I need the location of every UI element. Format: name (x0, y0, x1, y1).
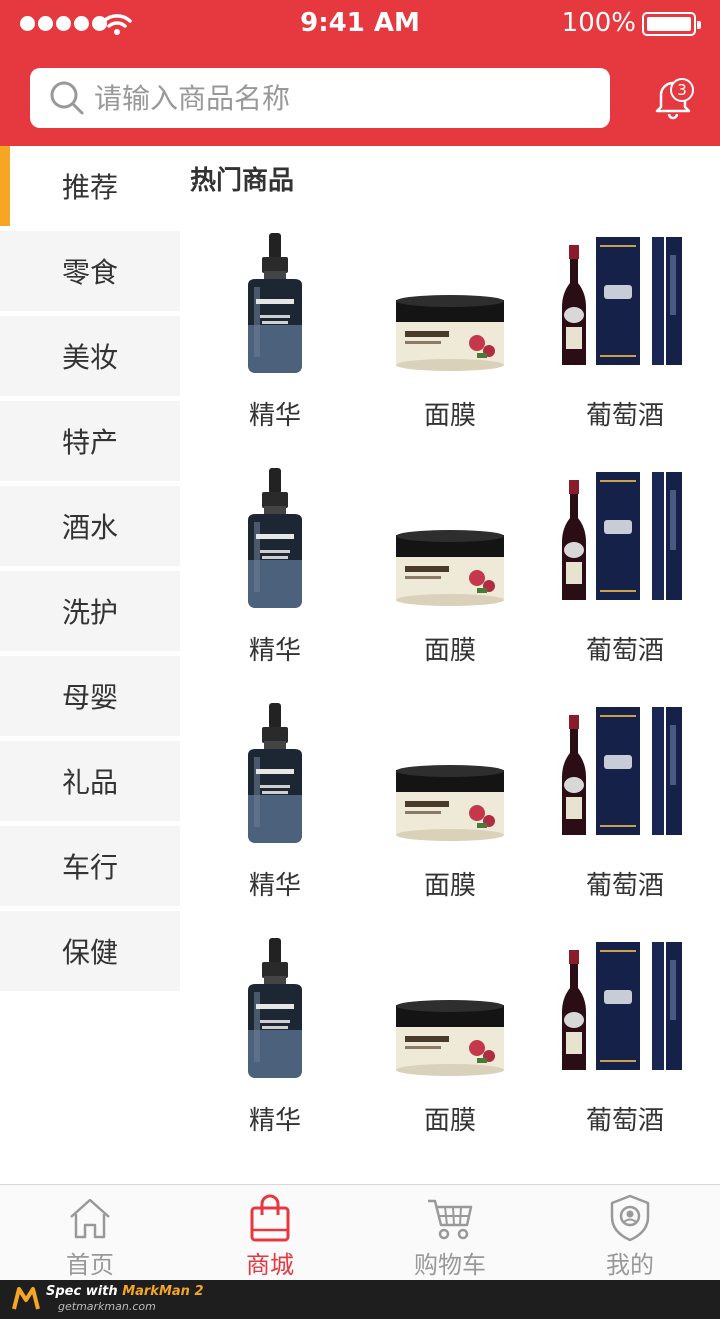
product-card[interactable]: 精华 (190, 215, 360, 432)
cart-icon (425, 1193, 475, 1243)
active-indicator (0, 146, 10, 226)
sidebar-item[interactable]: 车行 (0, 826, 180, 906)
product-card[interactable]: 精华 (190, 450, 360, 667)
product-name: 面膜 (423, 871, 476, 901)
footer-url[interactable]: getmarkman.com (58, 1300, 156, 1313)
search-box[interactable] (30, 68, 610, 128)
serum-bottle-image (190, 685, 360, 855)
product-card[interactable]: 精华 (190, 685, 360, 902)
tab-label: 我的 (606, 1251, 654, 1279)
product-card[interactable]: 葡萄酒 (540, 685, 710, 902)
status-bar: 9:41 AM 100% (0, 0, 720, 50)
product-card[interactable]: 面膜 (365, 920, 535, 1137)
tab-profile-shield[interactable]: 我的 (540, 1185, 720, 1280)
sidebar-item-label: 车行 (61, 851, 118, 884)
serum-bottle-image (190, 450, 360, 620)
battery-icon (642, 12, 701, 36)
product-name: 葡萄酒 (585, 636, 664, 666)
category-sidebar: 推荐零食美妆特产酒水洗护母婴礼品车行保健 (0, 146, 180, 996)
product-row: 精华 面膜 葡萄酒 (190, 450, 710, 685)
sidebar-item[interactable]: 洗护 (0, 571, 180, 651)
markman-logo-icon (12, 1287, 40, 1310)
tab-cart[interactable]: 购物车 (360, 1185, 540, 1280)
wine-bottle-image (540, 450, 710, 620)
product-name: 面膜 (423, 636, 476, 666)
tab-label: 购物车 (414, 1251, 486, 1279)
home-icon (65, 1193, 115, 1243)
product-name: 面膜 (423, 1106, 476, 1136)
wine-bottle-image (540, 685, 710, 855)
product-card[interactable]: 葡萄酒 (540, 920, 710, 1137)
product-row: 精华 面膜 葡萄酒 (190, 685, 710, 920)
product-grid: 精华面膜葡萄酒精华面膜葡萄酒精华面膜葡萄酒精华面膜葡萄酒 (190, 215, 710, 1155)
sidebar-item-label: 推荐 (61, 171, 118, 204)
product-card[interactable]: 面膜 (365, 685, 535, 902)
sidebar-item[interactable]: 母婴 (0, 656, 180, 736)
tab-label: 首页 (66, 1251, 114, 1279)
sidebar-item-label: 特产 (61, 426, 118, 459)
product-card[interactable]: 面膜 (365, 450, 535, 667)
serum-bottle-image (190, 920, 360, 1090)
bottom-tab-bar: 首页 商城 购物车 我的 (0, 1184, 720, 1280)
product-card[interactable]: 葡萄酒 (540, 215, 710, 432)
notification-badge: 3 (670, 78, 694, 102)
sidebar-item[interactable]: 推荐 (0, 146, 180, 226)
footer-brand: Spec with MarkMan 2 (46, 1284, 204, 1299)
sidebar-item[interactable]: 零食 (0, 231, 180, 311)
battery-percent: 100% (561, 8, 636, 38)
sidebar-item-label: 保健 (61, 936, 118, 969)
tab-shopping-bag[interactable]: 商城 (180, 1185, 360, 1280)
shopping-bag-icon (245, 1193, 295, 1243)
sidebar-item[interactable]: 美妆 (0, 316, 180, 396)
status-time: 9:41 AM (300, 8, 420, 38)
sidebar-item-label: 母婴 (61, 681, 118, 714)
cream-jar-image (365, 685, 535, 855)
cream-jar-image (365, 450, 535, 620)
header: 9:41 AM 100% 3 (0, 0, 720, 146)
wine-bottle-image (540, 215, 710, 385)
cream-jar-image (365, 920, 535, 1090)
search-icon (50, 81, 84, 115)
serum-bottle-image (190, 215, 360, 385)
product-name: 面膜 (423, 401, 476, 431)
sidebar-item[interactable]: 特产 (0, 401, 180, 481)
product-name: 精华 (248, 401, 301, 431)
signal-icon (20, 16, 107, 31)
tab-label: 商城 (246, 1251, 294, 1279)
sidebar-item[interactable]: 酒水 (0, 486, 180, 566)
product-card[interactable]: 葡萄酒 (540, 450, 710, 667)
sidebar-item-label: 酒水 (61, 511, 118, 544)
product-card[interactable]: 精华 (190, 920, 360, 1137)
section-title: 热门商品 (190, 166, 295, 196)
product-name: 精华 (248, 871, 301, 901)
cream-jar-image (365, 215, 535, 385)
sidebar-item-label: 礼品 (61, 766, 118, 799)
wine-bottle-image (540, 920, 710, 1090)
product-row: 精华 面膜 葡萄酒 (190, 920, 710, 1155)
product-name: 葡萄酒 (585, 1106, 664, 1136)
product-row: 精华 面膜 葡萄酒 (190, 215, 710, 450)
wifi-icon (102, 14, 132, 35)
tab-home[interactable]: 首页 (0, 1185, 180, 1280)
sidebar-item[interactable]: 礼品 (0, 741, 180, 821)
sidebar-item-label: 洗护 (61, 596, 118, 629)
product-name: 葡萄酒 (585, 401, 664, 431)
product-name: 葡萄酒 (585, 871, 664, 901)
sidebar-item-label: 零食 (61, 256, 118, 289)
sidebar-item[interactable]: 保健 (0, 911, 180, 991)
product-card[interactable]: 面膜 (365, 215, 535, 432)
profile-shield-icon (605, 1193, 655, 1243)
sidebar-item-label: 美妆 (61, 341, 118, 374)
markman-footer: Spec with MarkMan 2 getmarkman.com (0, 1280, 720, 1319)
search-input[interactable] (94, 81, 594, 115)
product-name: 精华 (248, 1106, 301, 1136)
product-name: 精华 (248, 636, 301, 666)
